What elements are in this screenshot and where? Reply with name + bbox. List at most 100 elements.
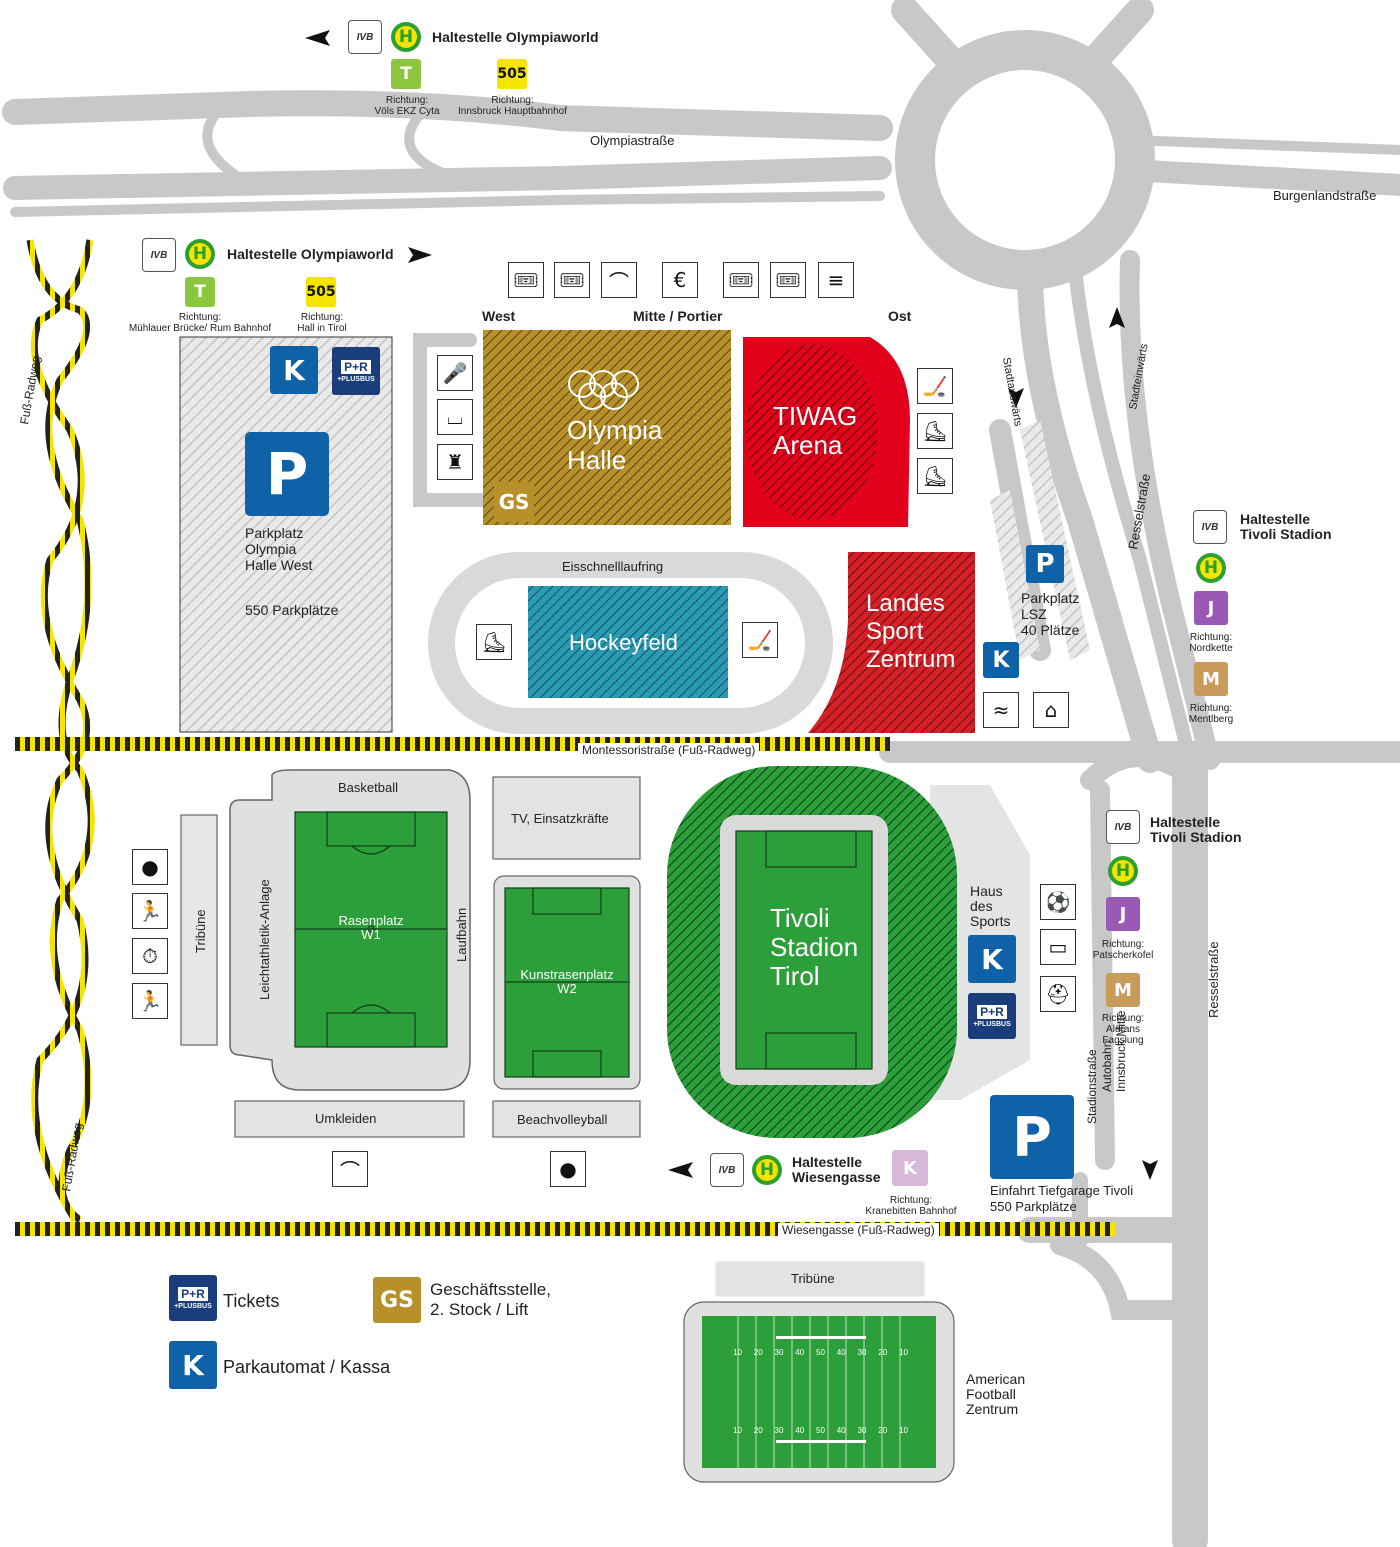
olympic-rings [568,370,639,410]
yard-number: 10 [733,1426,742,1435]
tivoli-field [736,831,872,1069]
h-stop-icon-mid: H [185,239,215,269]
line-badge-J-1: J [1194,591,1228,625]
ice-hockey-player-icon: 🏒 [742,622,778,658]
dir-aldrans: Richtung: Aldrans Fagslung [1101,1013,1145,1046]
volleyball-player-icon: ● [132,849,168,885]
figure-skating-icon: ⛸ [917,413,953,449]
label-montessori: Montessoristraße (Fuß-Radweg) [578,743,760,757]
pr-badge-parkplatz: P+R+PLUSBUS [332,347,380,395]
kunstrasen-lines [504,887,630,1078]
tribuene-left-block [180,814,218,1046]
label-kunstrasenplatz: Kunstrasenplatz W2 [520,967,614,996]
line-badge-K: K [892,1150,928,1186]
football-marker-top [776,1336,866,1339]
label-parkplatz-lsz: Parkplatz LSZ 40 Plätze [1021,590,1080,638]
label-umkleiden: Umkleiden [315,1111,377,1126]
yard-number: 30 [857,1426,867,1435]
label-tribuene-bottom: Tribüne [791,1271,835,1286]
helmet-icon: ⛑ [1040,976,1076,1012]
yard-number: 40 [836,1348,846,1357]
k-badge-tivoli: K [968,935,1016,983]
yard-number: 30 [774,1426,784,1435]
ivb-logo-tivoli-1: IVB [1193,510,1227,544]
field-numbers-bottom: 10 20 30 40 50 40 30 20 10 [733,1424,908,1438]
ticket-icon: 🎟 [723,262,759,298]
dir-hall: Richtung: Hall in Tirol [297,312,347,334]
swim-icon: ≈ [983,692,1019,728]
yard-number: 20 [878,1348,888,1357]
yard-number: 30 [774,1348,784,1357]
dir-voels: Richtung: Völs EKZ Cyta [374,95,440,117]
label-stadionstrasse: Stadionstraße [1085,1049,1099,1124]
label-burgenlandstrasse: Burgenlandstraße [1273,188,1376,203]
cashier-icon: € [662,262,698,298]
k-badge-parkplatz: K [270,346,318,394]
stop-name-tivoli-1: Haltestelle Tivoli Stadion [1240,511,1332,542]
line-badge-T-mid: T [185,277,215,307]
p-badge-parkplatz: P [245,432,329,516]
stop-name-olympiaworld-mid: Haltestelle Olympiaworld [227,246,394,262]
line-badge-505-mid: 505 [306,277,336,307]
yard-number: 20 [878,1426,888,1435]
parkplatz-olympia [179,336,393,733]
legend-k-badge: K [169,1341,217,1389]
ivb-logo-tivoli-2: IVB [1106,810,1140,844]
popcorn-icon: ⌴ [437,399,473,435]
label-tribuene-left: Tribüne [193,909,208,953]
legend-pr-badge: P+R+PLUSBUS [169,1275,217,1321]
stop-name-tivoli-2: Haltestelle Tivoli Stadion [1150,814,1242,845]
microphone-icon: 🎤 [437,355,473,391]
yard-number: 30 [857,1348,867,1357]
pr-badge-tivoli: P+R+PLUSBUS [968,993,1016,1039]
yard-number: 10 [899,1426,908,1435]
sprint-400m-icon: 🏃 [132,983,168,1019]
ticket-icon: 🎟 [554,262,590,298]
speed-skating-icon: ⛸ [476,624,512,660]
label-wiesengasse: Wiesengasse (Fuß-Radweg) [778,1223,939,1237]
ticket-icon: 🎟 [770,262,806,298]
tribuene-bottom-block [715,1261,925,1297]
k-badge-lsz: K [983,642,1019,678]
label-tiefgarage: Einfahrt Tiefgarage Tivoli 550 Parkplätz… [990,1183,1134,1214]
line-badge-505-top: 505 [497,59,527,89]
yard-number: 20 [753,1348,763,1357]
dir-kranebitten: Richtung: Kranebitten Bahnhof [865,1195,957,1217]
jersey-icon: ♜ [437,444,473,480]
dir-nordkette: Richtung: Nordkette [1189,632,1233,654]
label-west: West [482,308,516,324]
pitch-icon: ▭ [1040,929,1076,965]
line-badge-M-2: M [1106,973,1140,1007]
ice-hockey-icon: 🏒 [917,368,953,404]
label-hockeyfeld: Hockeyfeld [569,630,678,655]
field-numbers-top: 10 20 30 40 50 40 30 20 10 [733,1346,908,1360]
tiwag-arena-oval [746,344,878,520]
label-rasenplatz: Rasenplatz W1 [338,913,404,942]
legend-geschaeftsstelle: Geschäftsstelle, 2. Stock / Lift [430,1280,551,1319]
burger-icon: ≡ [818,262,854,298]
label-olympiastrasse: Olympiastraße [590,133,675,148]
yard-number: 40 [836,1426,846,1435]
line-badge-J-2: J [1106,897,1140,931]
ivb-logo-top: IVB [348,20,382,54]
ivb-logo-mid: IVB [142,238,176,272]
hanger-icon: ⌒ [601,262,637,298]
dir-patscherkofel: Richtung: Patscherkofel [1092,939,1154,961]
label-american-football: American Football Zentrum [966,1371,1026,1417]
p-badge-tiefgarage: P [990,1095,1074,1179]
wiesengasse-path [15,1222,1115,1236]
dir-muehlauer: Richtung: Mühlauer Brücke/ Rum Bahnhof [128,312,272,334]
footpaths [26,239,95,1223]
volleyball-icon: ● [550,1151,586,1187]
stop-name-wiesengasse: Haltestelle Wiesengasse [792,1154,881,1185]
yard-number: 40 [795,1348,805,1357]
dir-mentlberg: Richtung: Mentlberg [1188,703,1234,725]
label-ost: Ost [888,308,912,324]
legend-tickets: Tickets [223,1291,280,1311]
yard-number: 10 [733,1348,742,1357]
p-badge-lsz: P [1026,545,1064,583]
stopwatch-icon: ⏱ [132,938,168,974]
football-marker-bottom [776,1440,866,1443]
